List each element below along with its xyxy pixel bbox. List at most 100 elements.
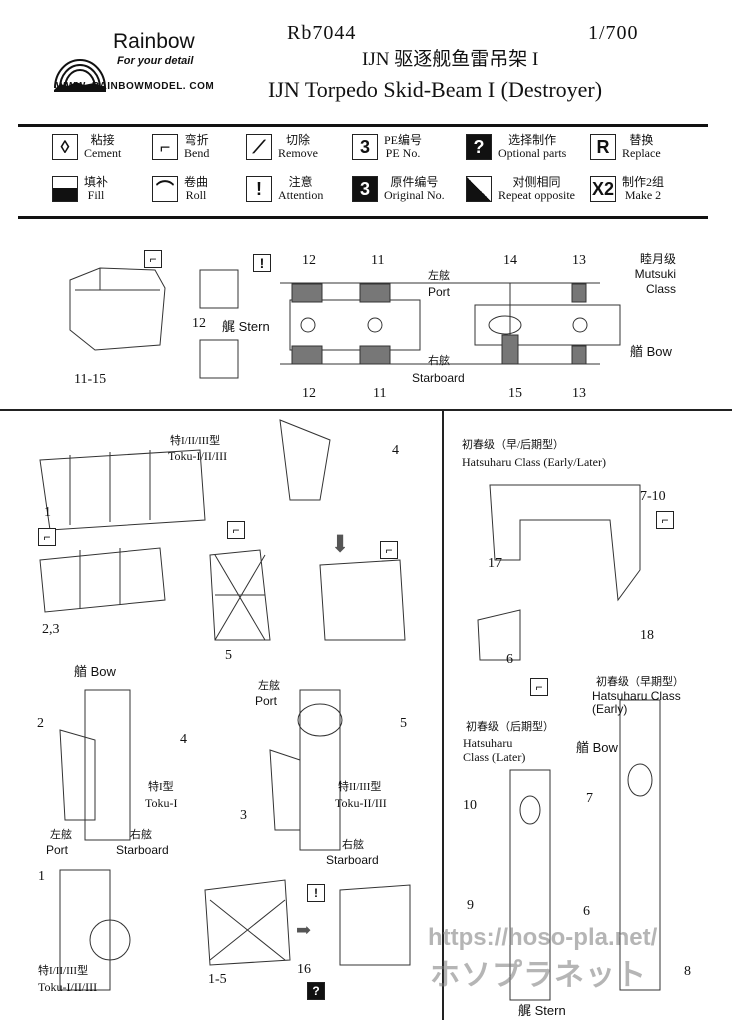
legend-cn: 注意 [288,175,313,189]
legend-en: PE No. [385,146,421,161]
class-cn-label: 睦月级 [640,252,677,266]
attention-icon: ! [253,254,271,272]
product-code: Rb7044 [287,22,357,44]
optional-question-icon: ? [466,134,492,161]
legend-en: Roll [185,188,207,203]
brand-name: Rainbow [113,30,195,53]
legend-en: Original No. [384,188,445,203]
brand-tagline: For your detail [117,55,194,67]
later-label: Hatsuharu Class (Later) [463,736,526,764]
legend-cn: 粘接 [90,133,115,147]
roll-icon: ⌒ [152,176,178,203]
part-label: 7 [586,791,593,806]
title-en: IJN Torpedo Skid-Beam I (Destroyer) [268,77,603,102]
stern-label: 艉 Stern [222,319,270,334]
port-cn-label: 左舷 [258,680,280,692]
bend-icon: ⌐ [152,134,178,161]
part-label: 18 [640,628,654,643]
legend-cn: 替换 [629,133,654,147]
type-cn-label: 特I/II/III型 [170,435,221,447]
fill-icon [52,176,78,203]
port-label: Port [255,694,278,708]
bend-icon: ⌐ [38,528,56,546]
starboard-label: Starboard [412,371,465,385]
original-number-icon: 3 [352,176,378,203]
part-label: 13 [572,253,586,268]
hatsuharu-title: Hatsuharu Class (Early/Later) [462,455,606,469]
legend-cn: 制作2组 [622,175,665,189]
port-cn-label: 左舷 [428,270,450,282]
website: WWW. RAINBOWMODEL. COM [56,81,215,92]
starboard-label: Starboard [326,853,379,867]
legend-en: Attention [278,188,324,203]
bend-icon: ⌐ [227,521,245,539]
pe-number-icon: 3 [352,134,378,161]
starboard-cn-label: 右舷 [428,355,450,367]
bend-icon: ⌐ [144,250,162,268]
bow-label: 艏 Bow [576,740,618,755]
part-label: 8 [684,964,691,979]
legend-cn: 弯折 [184,133,209,147]
bend-icon: ⌐ [530,678,548,696]
cement-drop-icon: ◊ [52,134,78,161]
remove-knife-icon: ⟋ [246,134,272,161]
scale: 1/700 [588,22,639,44]
part-label: 7-10 [640,489,666,504]
toku23-cn-label: 特II/III型 [338,781,382,793]
arrow-right-icon: ➡ [296,920,312,941]
port-label: Port [46,843,69,857]
legend-en: Replace [622,146,661,161]
part-label: 13 [572,386,586,401]
starboard-cn-label: 右舷 [130,829,152,841]
part-label: 5 [400,716,407,731]
starboard-label: Starboard [116,843,169,857]
stern-label: 艉 Stern [518,1003,566,1018]
section-divider-vertical [442,410,444,1020]
legend-en: Optional parts [498,146,567,161]
legend-cn: 切除 [285,133,310,147]
part-label: 4 [392,443,399,458]
attention-icon: ! [246,176,272,203]
part-label: 2 [37,716,44,731]
part-label: 11 [373,386,387,401]
part-label: 6 [583,904,590,919]
divider [18,216,708,219]
arrow-down-icon: ⬇ [330,530,351,558]
part-label: 2,3 [42,622,60,637]
title-cn: IJN 驱逐舰鱼雷吊架 I [362,49,539,70]
type-label: Toku-I/II/III [38,980,98,994]
legend-en: Cement [84,146,122,161]
type-cn-label: 特I/II/III型 [38,965,89,977]
part-label: 1 [44,505,51,520]
part-label: 6 [506,652,513,667]
starboard-cn-label: 右舷 [342,839,364,851]
later-cn-label: 初春级（后期型） [466,721,554,733]
bend-icon: ⌐ [656,511,674,529]
part-label: 1-5 [208,972,227,987]
legend-cn: 卷曲 [184,175,209,189]
legend-en: Bend [184,146,210,161]
class-label: Mutsuki Class [634,267,676,296]
legend-cn: 选择制作 [508,133,557,147]
bow-label: 艏 Bow [630,344,672,359]
replace-icon: R [590,134,616,161]
part-label: 5 [225,648,232,663]
section-divider [0,409,732,411]
